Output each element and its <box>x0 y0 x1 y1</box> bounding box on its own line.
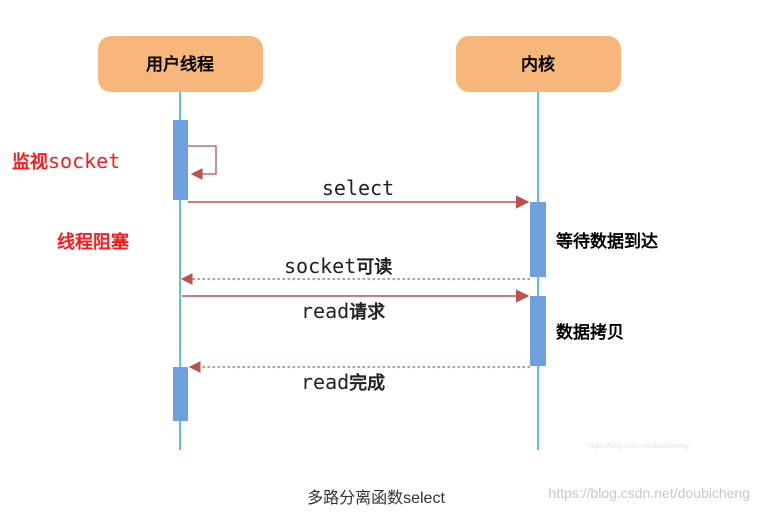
self-loop-arrow <box>188 145 217 180</box>
read-request-label-mono: read <box>301 299 349 323</box>
inline-watermark: https://blog.csdn.net/doubicheng <box>588 443 689 450</box>
monitor-socket-label: 监视socket <box>12 149 120 173</box>
user-activation-1 <box>173 120 188 200</box>
user-thread-label: 用户线程 <box>146 54 214 75</box>
readable-label-mono: socket <box>284 254 356 278</box>
read-request-label: read请求 <box>301 299 386 323</box>
blog-watermark: https://blog.csdn.net/doubicheng <box>548 485 750 501</box>
waiting-for-data-label: 等待数据到达 <box>556 231 658 252</box>
thread-blocked-label: 线程阻塞 <box>57 231 130 253</box>
figure-caption: 多路分离函数select <box>307 489 445 507</box>
read-request-label-cjk: 请求 <box>349 301 386 323</box>
kernel-box <box>456 36 621 92</box>
readable-label: socket可读 <box>284 254 392 278</box>
kernel-label: 内核 <box>521 54 555 75</box>
read-done-label-cjk: 完成 <box>349 372 385 394</box>
read-done-label: read完成 <box>301 370 385 394</box>
read-done-label-mono: read <box>301 370 349 394</box>
kernel-activation-copy <box>530 296 546 366</box>
select-label: select <box>322 176 394 200</box>
monitor-socket-label-cjk: 监视 <box>12 151 48 173</box>
kernel-actor: 内核 <box>456 36 621 92</box>
kernel-activation-wait <box>530 202 546 277</box>
user-thread-actor: 用户线程 <box>98 36 263 92</box>
readable-label-cjk: 可读 <box>356 256 392 278</box>
user-thread-box <box>98 36 263 92</box>
data-copy-label: 数据拷贝 <box>556 322 624 343</box>
user-activation-2 <box>173 367 188 421</box>
monitor-socket-label-mono: socket <box>48 149 120 173</box>
